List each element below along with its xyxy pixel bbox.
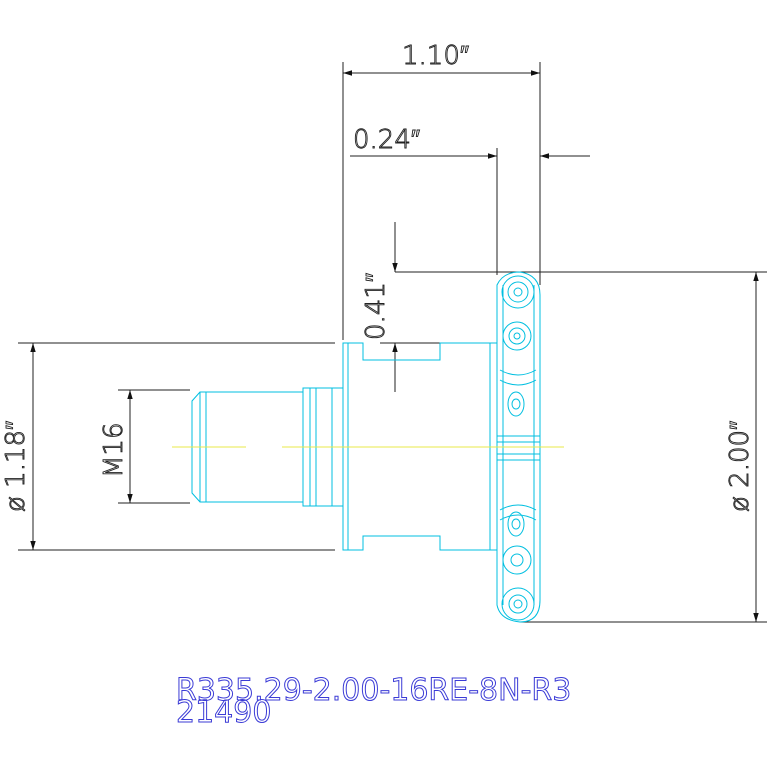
dimension-lines (18, 62, 767, 623)
dim-shank-diameter: ø 1.18″ (1, 421, 31, 512)
dim-insert-height: 0.41″ (361, 273, 391, 340)
dim-overall-length: 1.10″ (402, 41, 469, 71)
dim-thread: M16 (99, 422, 129, 478)
part-number: R335.29-2.00-16RE-8N-R3 (176, 673, 571, 708)
dim-insert-offset: 0.24″ (353, 125, 420, 155)
item-code: 21490 (176, 695, 271, 730)
dim-cutter-diameter: ø 2.00″ (725, 421, 755, 512)
